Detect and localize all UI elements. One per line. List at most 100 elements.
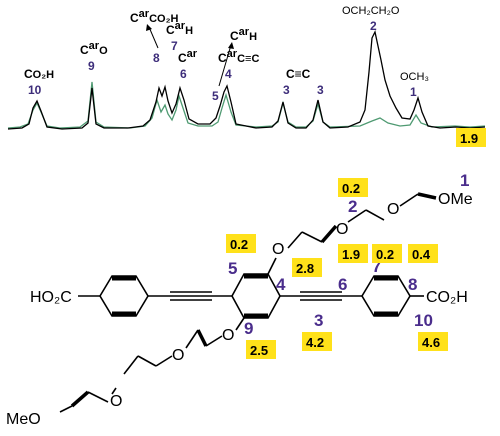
svg-text:OCH₃: OCH₃ <box>400 71 429 83</box>
atom-ho2c: HO₂C <box>30 289 72 306</box>
svg-text:2.5: 2.5 <box>250 343 268 358</box>
value-badges: 1.9 0.2 0.2 0.2 2.8 1.9 0.4 2.5 4.2 4.6 <box>226 128 486 359</box>
nmr-spectrum <box>7 30 486 130</box>
spectrum-trace-black <box>7 30 486 130</box>
peak-number-1: 1 <box>410 85 417 99</box>
bond <box>347 209 367 223</box>
atom-o-chain-bot: O <box>172 347 184 364</box>
bond <box>205 335 223 347</box>
position-number-8: 8 <box>408 275 417 294</box>
peak-label-2: OCH₂CH₂O 2 <box>342 5 400 33</box>
ring-center <box>231 273 281 319</box>
value-badge-2: 0.2 <box>338 178 368 197</box>
svg-text:C≡C: C≡C <box>286 67 311 81</box>
svg-text:2.8: 2.8 <box>296 261 314 276</box>
value-badge-3: 4.2 <box>302 332 332 351</box>
bond <box>137 355 157 367</box>
bond <box>399 193 419 207</box>
peak-number-5: 5 <box>212 89 219 103</box>
position-number-5: 5 <box>228 259 237 278</box>
svg-text:1.9: 1.9 <box>342 247 360 262</box>
peak-number-10: 10 <box>28 83 42 97</box>
peak-number-4: 4 <box>225 67 232 81</box>
bond <box>70 390 90 408</box>
bond <box>287 231 303 249</box>
svg-text:CarO: CarO <box>80 40 108 57</box>
position-number-1: 1 <box>460 171 469 190</box>
bond <box>196 329 208 347</box>
position-numbers: 1 2 3 4 5 6 7 8 9 10 <box>228 171 469 338</box>
svg-text:Car: Car <box>178 48 198 65</box>
svg-text:0.2: 0.2 <box>376 247 394 262</box>
bond <box>185 329 199 349</box>
peak-arrow-5 <box>218 44 232 87</box>
svg-text:CarCO₂H: CarCO₂H <box>130 8 178 25</box>
value-badge-5: 0.2 <box>226 234 256 253</box>
atom-ome: OMe <box>438 191 473 208</box>
svg-text:OCH₂CH₂O: OCH₂CH₂O <box>342 5 400 17</box>
bond <box>155 355 173 367</box>
svg-text:CarH: CarH <box>230 26 257 43</box>
svg-text:0.4: 0.4 <box>412 247 431 262</box>
atom-meo: MeO <box>6 411 41 428</box>
value-badge-6: 1.9 <box>338 244 368 263</box>
svg-text:CO₂H: CO₂H <box>24 67 54 81</box>
position-number-4: 4 <box>276 275 286 294</box>
peak-label-4: CarC≡C 4 <box>218 48 259 81</box>
atom-o-top: O <box>272 241 284 258</box>
value-badge-2-chain: 0.2 <box>372 244 402 263</box>
bond <box>87 391 109 403</box>
peak-arrow-8 <box>148 26 159 49</box>
arrow-head-icon <box>228 42 234 49</box>
bond <box>267 257 277 275</box>
bond <box>111 387 117 395</box>
position-number-7: 7 <box>372 257 381 276</box>
peak-label-3a: C≡C 3 <box>283 67 311 97</box>
svg-text:CarC≡C: CarC≡C <box>218 48 259 65</box>
svg-text:1.9: 1.9 <box>460 131 478 146</box>
atom-o-chain-top2: O <box>387 201 399 218</box>
peak-label-7: CarH 7 <box>166 20 193 53</box>
peak-number-3a: 3 <box>283 83 290 97</box>
position-number-2: 2 <box>348 197 357 216</box>
position-number-6: 6 <box>338 275 347 294</box>
bond <box>235 317 245 331</box>
peak-number-3b: 3 <box>317 83 324 97</box>
svg-text:0.2: 0.2 <box>342 181 360 196</box>
peak-label-3b: 3 <box>317 83 324 97</box>
atom-o-chain-top: O <box>336 221 348 238</box>
peak-label-10: CO₂H 10 <box>24 67 54 97</box>
peak-number-8: 8 <box>153 51 160 65</box>
svg-text:0.2: 0.2 <box>230 237 248 252</box>
svg-text:CarH: CarH <box>166 20 193 37</box>
atom-o-bottom: O <box>222 327 234 344</box>
bond <box>123 355 139 375</box>
position-number-9: 9 <box>244 319 253 338</box>
peak-number-2: 2 <box>370 19 377 33</box>
value-badge-4-chain: 2.8 <box>292 258 322 277</box>
value-badge-8: 0.4 <box>408 244 438 263</box>
value-badge-9: 2.5 <box>246 340 276 359</box>
ring-left <box>99 275 149 317</box>
peak-label-1: OCH₃ 1 <box>400 71 429 99</box>
atom-o-chain-bot2: O <box>110 393 122 410</box>
position-number-3: 3 <box>314 311 323 330</box>
peak-label-6: Car 6 <box>178 48 198 81</box>
bond <box>301 231 323 243</box>
bond <box>417 192 437 200</box>
peak-number-6: 6 <box>180 67 187 81</box>
bond <box>59 405 73 413</box>
value-badge-1: 1.9 <box>456 128 486 147</box>
bond <box>320 224 338 244</box>
peak-number-9: 9 <box>88 59 95 73</box>
arrow-head-icon <box>146 24 152 31</box>
atom-co2h: CO₂H <box>426 289 468 306</box>
peak-label-8: CarCO₂H 8 <box>130 8 178 65</box>
peak-number-7: 7 <box>171 39 178 53</box>
peak-label-5: CarH 5 <box>212 26 257 103</box>
ring-right <box>361 275 411 317</box>
peak-label-9: CarO 9 <box>80 40 108 73</box>
value-badge-10: 4.6 <box>418 332 448 351</box>
position-number-10: 10 <box>414 311 433 330</box>
